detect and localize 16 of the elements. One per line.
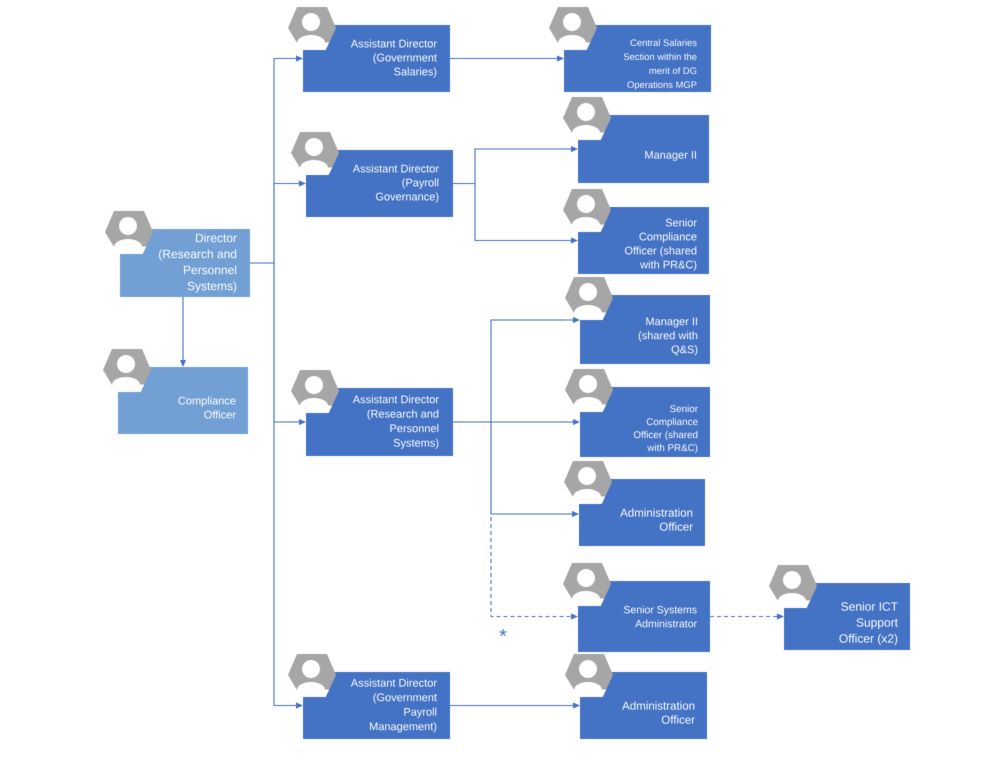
position-box: Senior Compliance Officer (shared with PR&C) xyxy=(580,387,710,457)
position-box: Administration Officer xyxy=(579,479,705,546)
position-box: Assistant Director (Government Salaries) xyxy=(303,25,450,92)
position-box: Senior ICT Support Officer (x2) xyxy=(784,583,910,650)
position-box: Assistant Director (Government Payroll Management) xyxy=(303,672,450,739)
position-box: Administration Officer xyxy=(580,672,707,739)
position-box: Senior Systems Administrator xyxy=(578,581,710,652)
position-box: Senior Compliance Officer (shared with PR&C) xyxy=(578,207,709,274)
position-box: Manager II xyxy=(578,115,709,183)
position-box: Assistant Director (Payroll Governance) xyxy=(306,150,453,217)
position-box: Manager II (shared with Q&S) xyxy=(580,295,710,364)
position-box: Director (Research and Personnel Systems) xyxy=(120,229,250,297)
position-box: Assistant Director (Research and Personnel Systems) xyxy=(306,388,453,456)
position-box: Central Salaries Section within the merit of DG Operations MGP xyxy=(564,25,711,92)
asterisk-mark: * xyxy=(499,629,507,636)
position-box: Compliance Officer xyxy=(118,367,248,434)
